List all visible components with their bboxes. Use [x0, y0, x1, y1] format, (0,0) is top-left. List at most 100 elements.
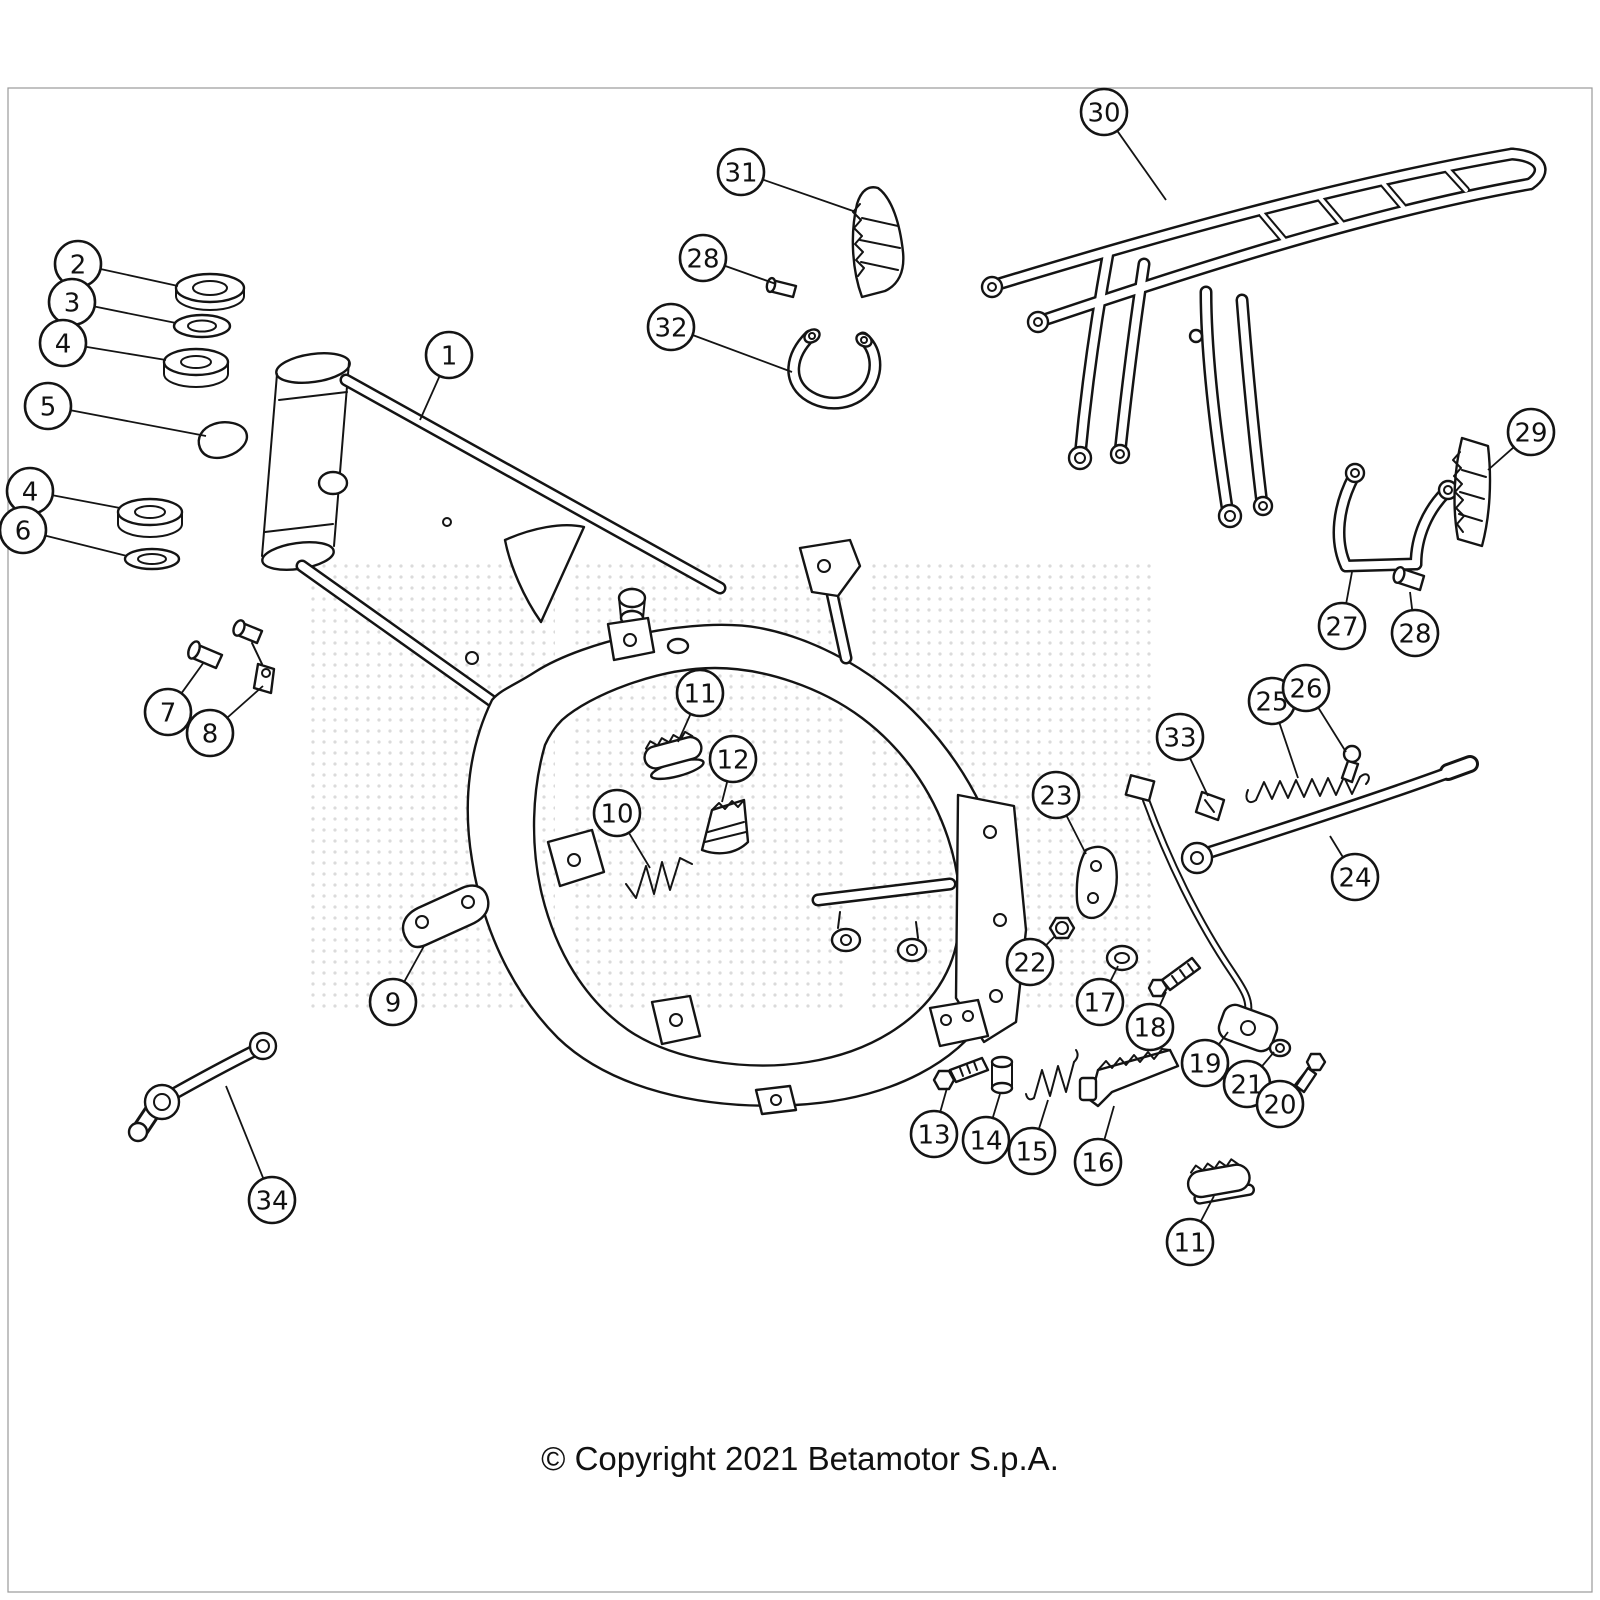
- callout-23: 23: [1031, 770, 1087, 855]
- part-gear-lever-34: [127, 1031, 278, 1143]
- svg-text:2: 2: [70, 251, 87, 281]
- callout-12: 12: [708, 734, 758, 803]
- svg-text:16: 16: [1081, 1149, 1114, 1179]
- part-switch-19: [1124, 774, 1279, 1053]
- callout-3: 3: [47, 277, 177, 327]
- part-bolt-20: [1294, 1052, 1327, 1094]
- part-guard-32: [787, 328, 882, 410]
- svg-text:10: 10: [600, 800, 633, 830]
- part-spacer-14: [990, 1055, 1014, 1095]
- part-footpeg-16: [1078, 1048, 1180, 1108]
- part-bolt-13: [932, 1056, 990, 1091]
- callout-18: 18: [1125, 991, 1175, 1052]
- callout-1: 1: [419, 330, 474, 421]
- part-pad-11-upper: [643, 730, 705, 781]
- callout-20: 20: [1255, 1067, 1309, 1129]
- svg-text:19: 19: [1188, 1050, 1221, 1080]
- drawing: [116, 147, 1547, 1205]
- part-bearing-4-upper: [162, 347, 230, 388]
- svg-text:5: 5: [40, 393, 57, 423]
- callout-19: 19: [1180, 1031, 1230, 1088]
- svg-text:34: 34: [255, 1187, 288, 1217]
- svg-text:6: 6: [15, 517, 32, 547]
- svg-text:18: 18: [1133, 1014, 1166, 1044]
- part-washer-6: [123, 547, 181, 571]
- svg-text:20: 20: [1263, 1091, 1296, 1121]
- part-guide-5: [197, 421, 249, 460]
- svg-text:8: 8: [202, 720, 219, 750]
- svg-text:13: 13: [917, 1121, 950, 1151]
- part-bolt-28-left: [765, 276, 798, 299]
- svg-text:9: 9: [385, 989, 402, 1019]
- svg-text:17: 17: [1083, 989, 1116, 1019]
- callout-9: 9: [368, 945, 425, 1027]
- part-seal-3: [172, 313, 232, 339]
- callout-34: 34: [225, 1085, 297, 1225]
- part-clip-33: [1194, 790, 1226, 822]
- copyright-text: © Copyright 2021 Betamotor S.p.A.: [541, 1440, 1059, 1477]
- part-spring-15: [1025, 1049, 1079, 1101]
- svg-text:14: 14: [969, 1127, 1002, 1157]
- part-footpeg-29: [1452, 436, 1492, 548]
- part-bolt-28-right: [1392, 566, 1426, 592]
- part-bearing-4-lower: [116, 497, 184, 538]
- callout-14: 14: [961, 1093, 1011, 1165]
- callout-10: 10: [592, 788, 651, 869]
- part-bracket-9: [401, 884, 490, 949]
- svg-text:24: 24: [1338, 864, 1371, 894]
- svg-text:23: 23: [1039, 782, 1072, 812]
- callout-6: 6: [0, 505, 128, 557]
- part-bracket-23: [1075, 845, 1118, 920]
- svg-text:30: 30: [1087, 99, 1120, 129]
- part-washer-21: [1268, 1038, 1292, 1058]
- callout-26: 26: [1281, 663, 1347, 753]
- part-bracket-27: [1332, 462, 1459, 573]
- part-bolt-26: [1340, 744, 1362, 784]
- callout-13: 13: [909, 1087, 959, 1159]
- part-spring-25: [1245, 773, 1370, 804]
- svg-text:31: 31: [724, 159, 757, 189]
- part-footpeg-31: [851, 186, 905, 299]
- callout-17: 17: [1075, 965, 1125, 1027]
- callout-32: 32: [646, 302, 793, 373]
- drawing-border: [7, 87, 1593, 1593]
- callout-4: 4: [38, 318, 167, 368]
- svg-text:28: 28: [1398, 620, 1431, 650]
- callout-30: 30: [1079, 87, 1167, 201]
- callout-29: 29: [1487, 407, 1556, 471]
- svg-text:33: 33: [1163, 724, 1196, 754]
- part-bearing-top-2: [174, 272, 246, 311]
- svg-text:4: 4: [55, 330, 72, 360]
- svg-text:11: 11: [683, 680, 716, 710]
- part-bolt-18: [1147, 956, 1202, 998]
- part-screw-7: [187, 640, 224, 670]
- callout-24: 24: [1329, 835, 1380, 902]
- part-footpeg-12: [700, 798, 750, 855]
- callout-15: 15: [1007, 1099, 1057, 1176]
- part-pin-kit-8: [232, 619, 276, 695]
- callout-7: 7: [143, 661, 205, 737]
- callout-22: 22: [1005, 935, 1056, 987]
- part-side-stand-24: [1180, 755, 1479, 875]
- callout-5: 5: [23, 381, 207, 437]
- svg-text:11: 11: [1173, 1229, 1206, 1259]
- callout-8: 8: [185, 685, 264, 758]
- svg-text:28: 28: [686, 245, 719, 275]
- callout-11: 11: [675, 668, 725, 743]
- part-nut-22: [1048, 916, 1076, 940]
- part-pad-11-lower: [1186, 1158, 1256, 1205]
- svg-text:3: 3: [64, 289, 81, 319]
- part-washer-17: [1105, 944, 1139, 972]
- svg-text:32: 32: [654, 314, 687, 344]
- callout-27: 27: [1317, 571, 1367, 651]
- svg-text:27: 27: [1325, 613, 1358, 643]
- part-frame-1: [261, 352, 1028, 1116]
- svg-text:12: 12: [716, 746, 749, 776]
- part-spring-10: [625, 857, 693, 899]
- svg-text:1: 1: [441, 342, 458, 372]
- part-subframe: [980, 147, 1547, 529]
- svg-text:22: 22: [1013, 949, 1046, 979]
- callout-31: 31: [716, 147, 857, 213]
